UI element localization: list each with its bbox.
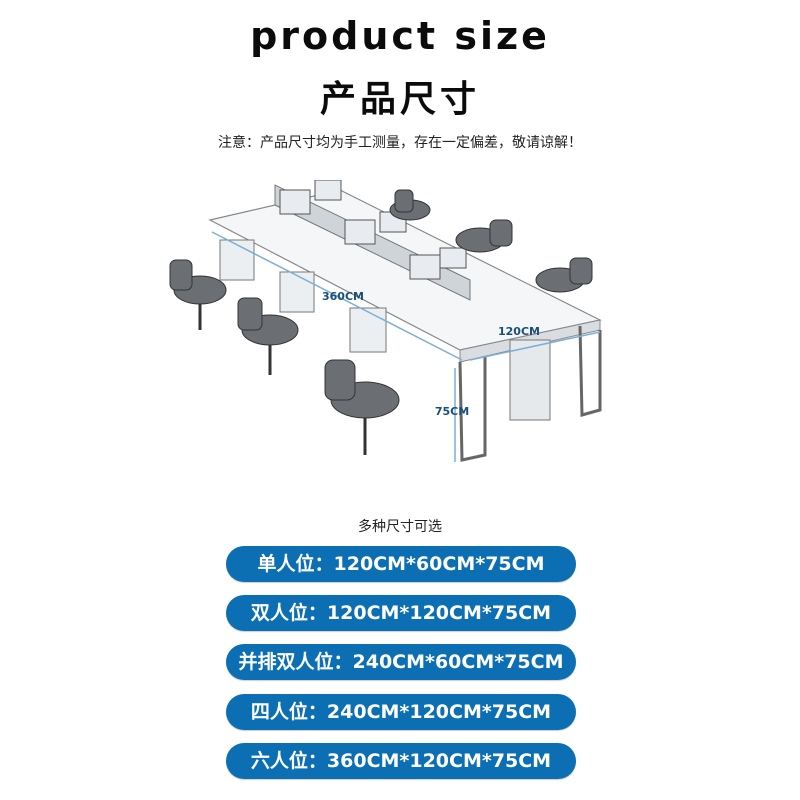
length-label: 360CM — [322, 290, 364, 303]
title-chinese: 产品尺寸 — [319, 79, 480, 120]
desk-leg — [458, 325, 602, 462]
size-option-four-seat: 四人位：240CM*120CM*75CM — [226, 694, 576, 730]
size-options-label: 多种尺寸可选 — [358, 519, 442, 535]
depth-label: 120CM — [498, 325, 540, 338]
height-label: 75CM — [435, 405, 469, 418]
office-chair-icon — [169, 189, 593, 455]
dimension-lines — [211, 231, 601, 462]
length-dimension-line — [211, 231, 463, 361]
size-option-six-seat: 六人位：360CM*120CM*75CM — [226, 743, 576, 779]
title-english: product size — [250, 14, 550, 58]
measurement-notice: 注意：产品尺寸均为手工测量，存在一定偏差，敬请谅解！ — [218, 135, 582, 151]
cable-cabinet — [509, 339, 551, 421]
size-option-single: 单人位：120CM*60CM*75CM — [226, 546, 576, 582]
monitor-icon — [279, 180, 467, 280]
size-option-double: 双人位：120CM*120CM*75CM — [226, 595, 576, 631]
drawer-pedestal — [219, 239, 387, 353]
size-option-side-by-side-double: 并排双人位：240CM*60CM*75CM — [226, 644, 576, 680]
depth-dimension-line — [469, 331, 601, 361]
workstation-illustration: 360CM 120CM 75CM — [169, 180, 602, 462]
